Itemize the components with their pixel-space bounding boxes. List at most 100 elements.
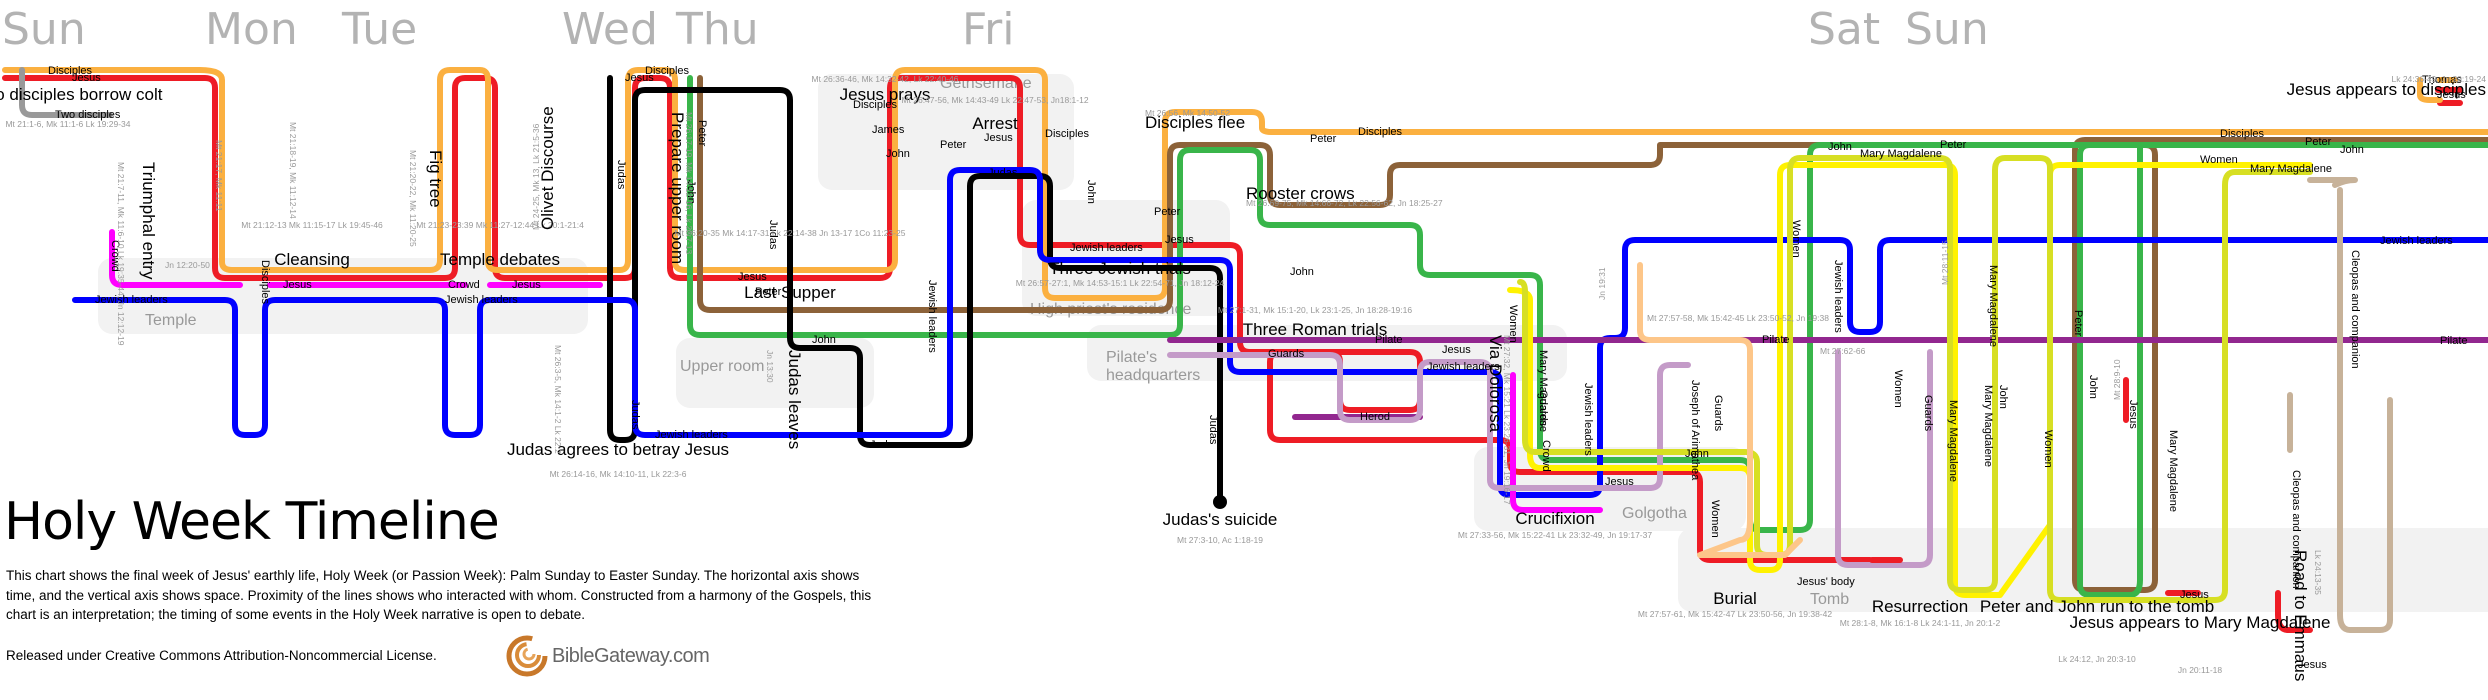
line-label-john: John xyxy=(1685,448,1709,460)
event-reference: Lk 24:36-49, Jn 20:19-24 xyxy=(2391,74,2486,84)
event-reference: Mt 21:20-22, Mk 11:20-25 xyxy=(408,150,418,247)
line-jewish-leaders xyxy=(72,167,2488,498)
line-label-peter: Peter xyxy=(2072,310,2084,337)
line-label-james: James xyxy=(872,124,905,136)
event-ref-23: Jn 19:31 xyxy=(1597,267,1607,300)
line-label-jesus: Jesus xyxy=(738,271,767,283)
event-reference: Jn 13:30 xyxy=(765,350,775,383)
license-text: Released under Creative Commons Attribut… xyxy=(6,648,437,663)
event-reference: Mt 28:11-15 xyxy=(1940,240,1950,285)
line-label-crowd: Crowd xyxy=(109,240,121,272)
line-label-jewish-leaders: Jewish leaders xyxy=(1070,242,1143,254)
place-label-upper-room: Upper room xyxy=(680,358,764,375)
line-label-jesus: Jesus xyxy=(1165,234,1194,246)
day-label-thu: Thu xyxy=(675,4,759,55)
event-title: Fig tree xyxy=(426,150,445,208)
event-reference: Mt 21:23-23:39 Mk 11:27-12:44 Lk 20:1-21… xyxy=(416,220,584,230)
line-crowd xyxy=(109,229,1603,513)
line-label-women: Women xyxy=(2042,430,2054,468)
line-label-guards: Guards xyxy=(1537,390,1549,427)
event-reference: Mt 26:69-75, Mk 14:66-72, Lk 22:56-62, J… xyxy=(1246,198,1443,208)
event-reference: Lk 24:12, Jn 20:3-10 xyxy=(2058,654,2136,664)
event-reference: Mt 27:32, Mk 15:21 Lk 23:26-31, Jn 19:16… xyxy=(1502,335,1512,505)
line-label-women: Women xyxy=(1892,370,1904,408)
line-label-peter: Peter xyxy=(1154,206,1181,218)
line-label-judas: Judas xyxy=(988,167,1018,179)
line-two-disciples xyxy=(19,67,113,118)
line-label-women: Women xyxy=(2200,154,2238,166)
line-label-peter: Peter xyxy=(940,139,967,151)
event-title: Judas leaves xyxy=(785,350,804,449)
line-label-peter: Peter xyxy=(696,120,708,147)
event-title: Arrest xyxy=(972,114,1018,133)
event-reference: Mt 28:9-10 xyxy=(2112,359,2122,400)
event-reference: Mt 26:57-27:1, Mk 14:53-15:1 Lk 22:54-71… xyxy=(1016,278,1225,288)
line-women xyxy=(1507,162,2313,598)
event-ref-2: Jn 12:20-50 xyxy=(165,260,210,270)
event-reference: Mt 21:17, Mk 11:11 xyxy=(214,140,224,212)
biblegateway-logo[interactable]: BibleGateway.com xyxy=(506,635,710,677)
line-label-herod: Herod xyxy=(1360,411,1390,423)
page-title: Holy Week Timeline xyxy=(4,492,500,552)
line-label-john: John xyxy=(1085,180,1097,204)
line-label-mary-magdalene: Mary Magdalene xyxy=(1537,350,1549,432)
line-label-john: John xyxy=(2087,375,2099,399)
event-three-roman-trials: Three Roman trials Mt 27:1-31, Mk 15:1-20… xyxy=(1218,305,1412,339)
event-title: Via Dolorosa xyxy=(1486,335,1505,433)
line-label-mary-magdalene: Mary Magdalene xyxy=(1947,400,1959,482)
event-title: Crucifixion xyxy=(1515,509,1594,528)
line-label-thomas: Thomas xyxy=(2422,74,2462,86)
event-reference: Mt 27:1-31, Mk 15:1-20, Lk 23:1-25, Jn 1… xyxy=(1218,305,1412,315)
character-lines xyxy=(2,67,2488,633)
line-cleopas-and-companion xyxy=(2287,177,2393,633)
event-ref-26: Mt 27:62-66 xyxy=(1820,346,1866,356)
line-label-guards: Guards xyxy=(1922,395,1934,432)
event-title: Resurrection xyxy=(1872,597,1968,616)
event-reference: Mt 26:17-19, Mk 14:12-16, Lk 22:7-13 xyxy=(684,112,694,254)
day-label-sun: Sun xyxy=(2,4,86,55)
event-title: Road to Emmaus xyxy=(2291,550,2310,681)
place-label-line: headquarters xyxy=(1106,367,1200,384)
logo-text: BibleGateway.com xyxy=(552,644,710,667)
event-title: Disciples flee xyxy=(1145,113,1245,132)
line-label-peter: Peter xyxy=(2305,136,2332,148)
line-label-disciples: Disciples xyxy=(48,65,93,77)
biblegateway-swirl-icon xyxy=(506,635,548,677)
day-label-sun-easter: Sun xyxy=(1905,4,1989,55)
event-ref-28: Mt 28:11-15 xyxy=(1940,240,1950,285)
line-label-mary-magdalene: Mary Magdalene xyxy=(1860,148,1942,160)
chart-description: This chart shows the final week of Jesus… xyxy=(6,568,872,622)
line-label-peter: Peter xyxy=(1310,133,1337,145)
line-label-cleopas-and-companion: Cleopas and companion xyxy=(2349,250,2361,369)
line-label-guards: Guards xyxy=(1268,348,1305,360)
place-label-tomb: Tomb xyxy=(1810,591,1849,608)
line-label-disciples: Disciples xyxy=(259,260,271,305)
line-label-john: John xyxy=(812,334,836,346)
event-title: Three Jewish trials xyxy=(1049,259,1191,278)
event-ref-4: Mt 21:18-19, Mk 11:12-14 xyxy=(288,122,298,219)
event-reference: Mt 27:3-10, Ac 1:18-19 xyxy=(1177,535,1263,545)
place-box-gethsemane xyxy=(818,74,1074,190)
line-label-jesus-body: Jesus' body xyxy=(1797,576,1855,588)
event-reference: Jn 12:20-50 xyxy=(165,260,210,270)
event-fig-tree: Fig tree Mt 21:20-22, Mk 11:20-25 xyxy=(408,150,445,247)
event-reference: Mt 26:56, Mk 14:50-52 xyxy=(1145,108,1230,118)
event-title: Three Roman trials xyxy=(1243,320,1388,339)
event-title: Prepare upper room xyxy=(668,112,687,264)
line-label-women: Women xyxy=(1507,305,1519,343)
line-label-mary-magdalene: Mary Magdalene xyxy=(1987,265,1999,347)
line-label-crowd: Crowd xyxy=(448,279,480,291)
event-title: Jesus prays xyxy=(840,85,931,104)
line-label-peter: Peter xyxy=(1940,139,1967,151)
